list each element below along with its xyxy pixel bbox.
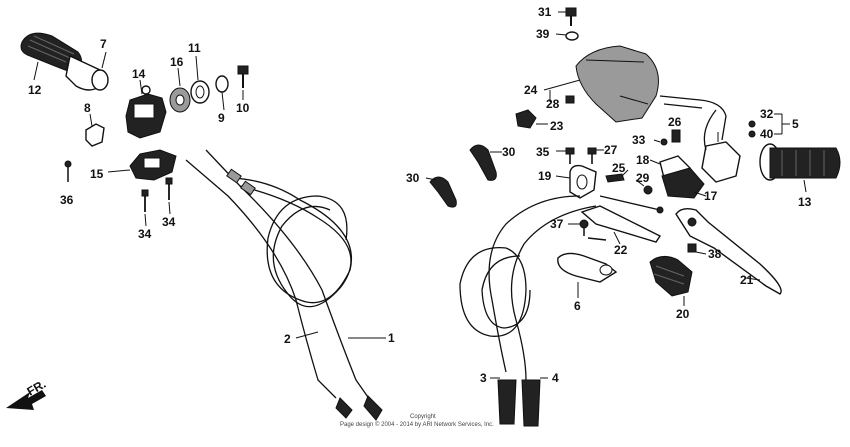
callout-28: 28 bbox=[546, 97, 560, 111]
connector-26[interactable] bbox=[671, 129, 681, 143]
right-grip[interactable] bbox=[759, 143, 841, 181]
callout-34b: 34 bbox=[162, 215, 176, 229]
callout-11: 11 bbox=[188, 41, 201, 55]
callout-15: 15 bbox=[90, 167, 104, 181]
callout-7: 7 bbox=[100, 37, 107, 51]
callout-33: 33 bbox=[632, 133, 646, 147]
brake-lever[interactable] bbox=[675, 207, 782, 295]
clutch-lever-bracket[interactable] bbox=[569, 164, 597, 199]
callout-35: 35 bbox=[536, 145, 550, 159]
callout-30b: 30 bbox=[406, 171, 420, 185]
nut-28[interactable] bbox=[565, 95, 575, 104]
callout-27: 27 bbox=[604, 143, 618, 157]
throttle-cables[interactable] bbox=[185, 149, 383, 421]
callout-14: 14 bbox=[132, 67, 146, 81]
callout-40: 40 bbox=[760, 127, 774, 141]
collar-16[interactable] bbox=[169, 87, 191, 113]
callout-20: 20 bbox=[676, 307, 690, 321]
cable-tie-30a[interactable] bbox=[469, 144, 497, 181]
callout-22: 22 bbox=[614, 243, 628, 257]
lever-holder-17[interactable] bbox=[661, 167, 705, 199]
callout-2: 2 bbox=[284, 332, 291, 346]
callout-30a: 30 bbox=[502, 145, 516, 159]
washer-29[interactable] bbox=[643, 185, 653, 195]
callout-12: 12 bbox=[28, 83, 42, 97]
switch-6[interactable] bbox=[557, 252, 618, 283]
hand-guard[interactable] bbox=[575, 45, 659, 123]
cable-tie-30b[interactable] bbox=[429, 176, 457, 208]
callout-34a: 34 bbox=[138, 227, 152, 241]
screw-10[interactable] bbox=[237, 65, 249, 88]
callout-26: 26 bbox=[668, 115, 682, 129]
front-direction-arrow bbox=[6, 390, 46, 410]
screw-33[interactable] bbox=[660, 138, 668, 146]
washer-39[interactable] bbox=[565, 31, 579, 41]
screw-36[interactable] bbox=[64, 160, 72, 182]
callout-24: 24 bbox=[524, 83, 538, 97]
callout-18: 18 bbox=[636, 153, 650, 167]
callout-25: 25 bbox=[612, 161, 626, 175]
nut-38[interactable] bbox=[687, 243, 697, 253]
screw-34a[interactable] bbox=[141, 189, 149, 212]
copyright-line1: Copyright bbox=[410, 414, 436, 420]
callout-5: 5 bbox=[792, 117, 799, 131]
lever-boot[interactable] bbox=[649, 256, 693, 297]
callout-36: 36 bbox=[60, 193, 74, 207]
callout-21: 21 bbox=[740, 273, 754, 287]
screw-34b[interactable] bbox=[165, 177, 173, 200]
clip-8[interactable] bbox=[85, 123, 105, 147]
screw-25[interactable] bbox=[605, 173, 625, 183]
callout-9: 9 bbox=[218, 111, 225, 125]
clutch-cables[interactable] bbox=[459, 195, 597, 427]
clamp-23[interactable] bbox=[515, 109, 537, 129]
callout-37: 37 bbox=[550, 217, 564, 231]
throttle-housing-wiring[interactable] bbox=[659, 95, 741, 183]
washer-9[interactable] bbox=[215, 75, 229, 93]
ring-11[interactable] bbox=[190, 80, 210, 104]
callout-23: 23 bbox=[550, 119, 564, 133]
screw-32[interactable] bbox=[748, 120, 756, 128]
copyright-line2: Page design © 2004 - 2014 by ARI Network… bbox=[340, 421, 494, 428]
callout-32: 32 bbox=[760, 107, 774, 121]
callout-29: 29 bbox=[636, 171, 650, 185]
callout-19: 19 bbox=[538, 169, 552, 183]
callout-6: 6 bbox=[574, 299, 581, 313]
bolt-31[interactable] bbox=[565, 7, 577, 26]
callout-16: 16 bbox=[170, 55, 184, 69]
callout-3: 3 bbox=[480, 371, 487, 385]
callout-8: 8 bbox=[84, 101, 91, 115]
callout-13: 13 bbox=[798, 195, 812, 209]
switch-housing-upper[interactable] bbox=[125, 85, 167, 139]
callout-31: 31 bbox=[538, 5, 552, 19]
screw-27[interactable] bbox=[587, 147, 597, 164]
callout-10: 10 bbox=[236, 101, 250, 115]
callout-39: 39 bbox=[536, 27, 550, 41]
screw-35[interactable] bbox=[565, 147, 575, 164]
callout-labels: 12 7 14 16 11 9 10 8 15 36 34 34 2 1 31 … bbox=[25, 5, 812, 399]
callout-17: 17 bbox=[704, 189, 718, 203]
bolt-37[interactable] bbox=[579, 219, 607, 241]
clutch-lever[interactable] bbox=[580, 195, 664, 243]
callout-4: 4 bbox=[552, 371, 559, 385]
switch-housing-lower[interactable] bbox=[129, 149, 177, 181]
callout-38: 38 bbox=[708, 247, 722, 261]
left-grip[interactable] bbox=[20, 32, 109, 91]
callout-1: 1 bbox=[388, 331, 395, 345]
washer-40[interactable] bbox=[748, 130, 756, 138]
